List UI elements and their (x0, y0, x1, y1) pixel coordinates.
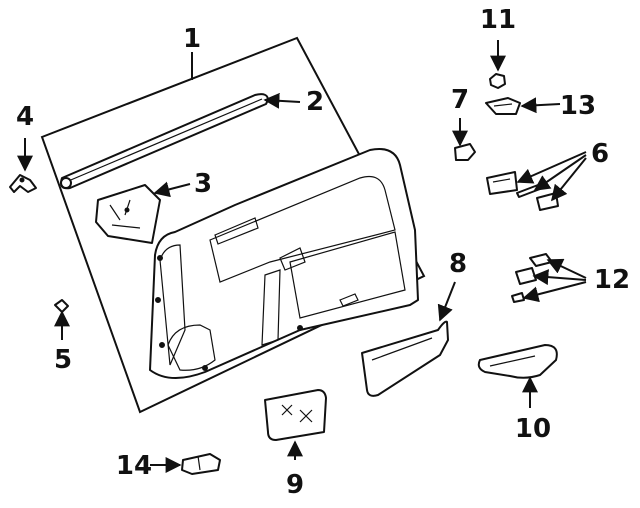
belt-weatherstrip (60, 93, 269, 190)
callout-5: 5 (54, 345, 72, 375)
door-trim-panel (149, 148, 419, 379)
callout-3: 3 (194, 169, 212, 199)
callout-2: 2 (306, 87, 324, 117)
callout-10: 10 (515, 414, 551, 444)
callout-13: 13 (560, 91, 596, 121)
handle-bracket (485, 97, 521, 115)
callout-9: 9 (286, 470, 304, 500)
door-trim-assembly-outline (40, 36, 426, 414)
callout-4: 4 (16, 102, 34, 132)
callout-11: 11 (480, 5, 516, 35)
switch-trim-set (486, 171, 559, 211)
speaker-grille (264, 389, 327, 441)
lock-rod-clip (454, 143, 476, 161)
callout-12: 12 (594, 265, 630, 295)
callout-14: 14 (116, 451, 152, 481)
callout-1: 1 (183, 24, 201, 54)
watershield-pad (95, 184, 161, 244)
window-switch (181, 453, 221, 475)
bezel-set (511, 253, 553, 303)
clip-bracket (9, 174, 37, 193)
leader-lines (17, 40, 587, 473)
nut (489, 73, 506, 89)
pull-handle (477, 344, 558, 379)
map-pocket (361, 320, 449, 397)
callout-8: 8 (449, 249, 467, 279)
small-clip (54, 299, 69, 313)
callout-6: 6 (591, 139, 609, 169)
callout-7: 7 (451, 85, 469, 115)
